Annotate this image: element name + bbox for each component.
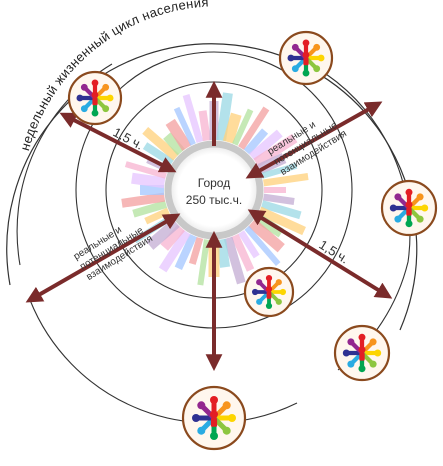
building — [140, 185, 164, 195]
interaction-label-upper-right: реальные и потенциальные взаимодействия — [266, 119, 349, 177]
interaction-label-lower-left: реальные и потенциальные взаимодействия — [72, 224, 155, 282]
city-name: Город — [198, 176, 230, 190]
building — [173, 106, 196, 146]
building — [131, 172, 166, 189]
building — [262, 193, 295, 205]
building — [222, 112, 242, 144]
building — [132, 200, 168, 218]
arrows — [25, 80, 393, 372]
building — [223, 236, 246, 285]
people-network-icon — [243, 266, 295, 318]
city-hub: Город 250 тыс.ч. — [164, 140, 264, 240]
city-population: 250 тыс.ч. — [186, 193, 242, 207]
arrow-lower-left — [25, 213, 181, 303]
people-network-icon — [67, 70, 123, 126]
building — [182, 94, 204, 143]
building — [188, 236, 204, 265]
building — [264, 187, 286, 193]
people-network-icon — [278, 30, 334, 86]
building — [216, 92, 233, 142]
people-network-icon — [181, 385, 247, 451]
arrow-lower-right — [247, 209, 393, 299]
building — [198, 110, 211, 142]
second-ring-bottom — [29, 299, 298, 424]
arrow-upper-right — [245, 101, 383, 179]
people-network-icon — [333, 324, 391, 382]
community-badges — [67, 30, 438, 451]
arrow-upper-left — [59, 112, 177, 173]
people-network-icon — [380, 179, 438, 237]
building — [121, 192, 166, 208]
